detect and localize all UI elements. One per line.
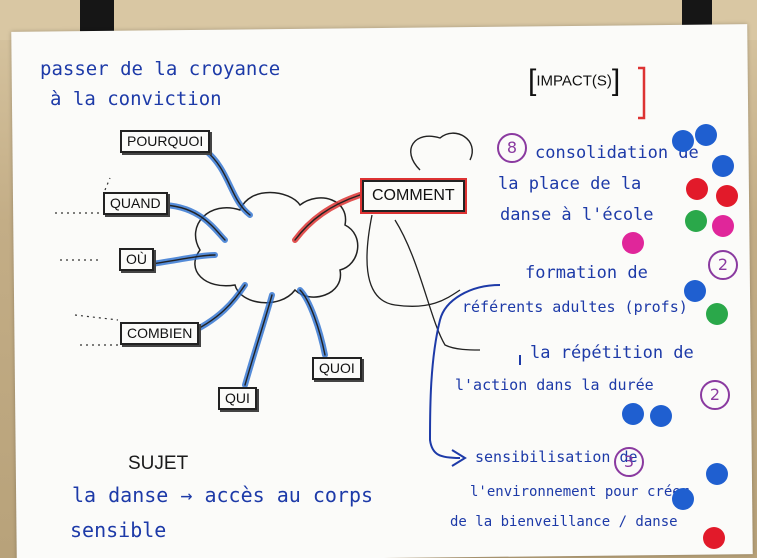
box-quoi: QUOI: [312, 357, 362, 381]
box-comment: COMMENT: [362, 180, 465, 212]
sujet-label: SUJET: [128, 453, 189, 474]
vote-dot: [706, 303, 728, 325]
vote-dot: [706, 463, 728, 485]
vote-dot: [622, 232, 644, 254]
box-ou: OÙ: [119, 248, 154, 272]
impact-2-count: 2: [708, 250, 738, 280]
impact-3-line-2: l'action dans la durée: [455, 376, 654, 394]
vote-dot: [622, 403, 644, 425]
impact-4-line-3: de la bienveillance / danse: [450, 514, 678, 530]
box-quand: QUAND: [103, 192, 168, 216]
box-qui: QUI: [218, 387, 257, 411]
vote-dot: [716, 185, 738, 207]
impact-1-line-3: danse à l'école: [500, 205, 654, 225]
sujet-line-1: la danse → accès au corps: [72, 483, 374, 507]
box-combien: COMBIEN: [120, 322, 200, 346]
impact-3-count: 2: [700, 380, 730, 410]
vote-dot: [695, 124, 717, 146]
sujet-line-2: sensible: [70, 518, 167, 542]
vote-dot: [650, 405, 672, 427]
impact-1-line-1: consolidation de: [535, 143, 699, 163]
impact-4-count: 3: [614, 447, 644, 477]
impact-header: [IMPACT(S)]: [528, 64, 621, 97]
vote-dot: [684, 280, 706, 302]
impact-4-line-2: l'environnement pour créer: [470, 484, 690, 500]
title-line-1: passer de la croyance: [40, 58, 281, 80]
box-pourquoi: POURQUOI: [120, 130, 211, 154]
vote-dot: [712, 215, 734, 237]
impact-3-line-1: la répétition de: [530, 343, 694, 363]
vote-dot: [672, 488, 694, 510]
vote-dot: [703, 527, 725, 549]
vote-dot: [672, 130, 694, 152]
impact-2-line-2: référents adultes (profs): [462, 298, 688, 316]
vote-dot: [686, 178, 708, 200]
title-line-2: à la conviction: [50, 88, 222, 110]
impact-1-line-2: la place de la: [498, 174, 642, 194]
vote-dot: [712, 155, 734, 177]
impact-4-line-1: sensibilisation de: [475, 448, 638, 466]
vote-dot: [685, 210, 707, 232]
impact-2-line-1: formation de: [525, 263, 648, 283]
impact-header-label: IMPACT(S): [536, 72, 612, 90]
impact-1-count: 8: [497, 133, 527, 163]
